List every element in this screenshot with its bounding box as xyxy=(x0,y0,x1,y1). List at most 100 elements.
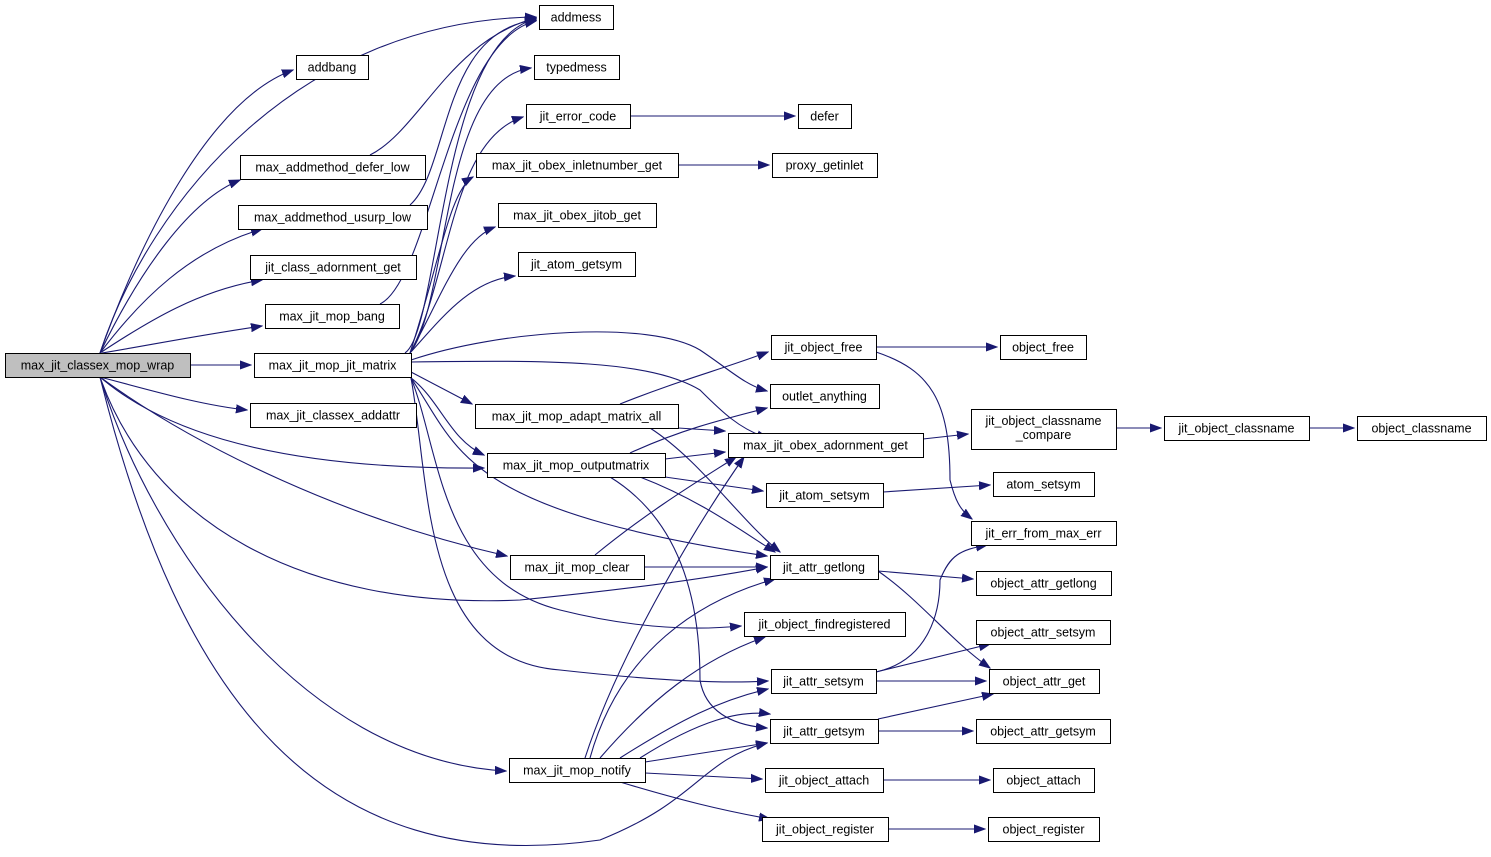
node-object-register[interactable]: object_register xyxy=(988,817,1100,842)
node-label: jit_attr_getsym xyxy=(782,725,864,739)
node-box xyxy=(498,203,657,228)
node-label: max_jit_mop_jit_matrix xyxy=(269,359,398,373)
node-typedmess[interactable]: typedmess xyxy=(534,55,620,80)
call-edge xyxy=(99,180,240,354)
call-edge xyxy=(664,476,763,491)
node-object-attr-getsym[interactable]: object_attr_getsym xyxy=(976,719,1111,744)
node-jit-err-from-max-err[interactable]: jit_err_from_max_err xyxy=(971,521,1117,546)
node-box xyxy=(771,335,877,360)
node-jit-object-free[interactable]: jit_object_free xyxy=(771,335,877,360)
node-box xyxy=(1357,416,1487,441)
node-box xyxy=(250,255,417,280)
node-label: max_jit_obex_jitob_get xyxy=(513,209,641,223)
node-label: object_attr_getlong xyxy=(990,577,1096,591)
node-max-addmethod-usurp-low[interactable]: max_addmethod_usurp_low xyxy=(238,205,428,230)
node-label: object_attach xyxy=(1006,774,1080,788)
node-label: max_jit_obex_inletnumber_get xyxy=(492,159,663,173)
node-box xyxy=(509,758,646,783)
node-label: jit_object_findregistered xyxy=(757,618,890,632)
node-jit-object-attach[interactable]: jit_object_attach xyxy=(765,768,884,793)
node-label: jit_object_attach xyxy=(778,774,869,788)
node-box xyxy=(5,353,191,378)
node-outlet-anything[interactable]: outlet_anything xyxy=(770,384,880,409)
node-jit-atom-setsym[interactable]: jit_atom_setsym xyxy=(766,483,884,508)
node-label: outlet_anything xyxy=(782,390,867,404)
node-max-jit-classex-addattr[interactable]: max_jit_classex_addattr xyxy=(250,403,417,428)
node-max-jit-mop-outputmatrix[interactable]: max_jit_mop_outputmatrix xyxy=(487,453,666,478)
node-label: addmess xyxy=(551,11,602,25)
call-edge xyxy=(644,743,767,763)
call-edge xyxy=(410,377,741,628)
node-label: max_jit_classex_mop_wrap xyxy=(21,359,175,373)
call-edge xyxy=(599,637,765,759)
node-label: max_addmethod_defer_low xyxy=(255,161,410,175)
node-proxy-getinlet[interactable]: proxy_getinlet xyxy=(772,153,878,178)
node-jit-atom-getsym[interactable]: jit_atom_getsym xyxy=(518,252,636,277)
node-atom-setsym[interactable]: atom_setsym xyxy=(993,472,1095,497)
node-label-line: _compare xyxy=(1015,428,1072,442)
call-edge xyxy=(99,376,247,410)
node-defer[interactable]: defer xyxy=(798,104,852,129)
node-label: jit_object_free xyxy=(784,341,863,355)
node-label: object_attr_getsym xyxy=(990,725,1096,739)
node-object-attr-getlong[interactable]: object_attr_getlong xyxy=(976,571,1112,596)
call-edge xyxy=(369,18,536,156)
call-edge xyxy=(922,434,968,439)
node-max-jit-mop-jit-matrix[interactable]: max_jit_mop_jit_matrix xyxy=(254,353,412,378)
node-label: jit_attr_setsym xyxy=(782,675,864,689)
node-jit-object-register[interactable]: jit_object_register xyxy=(762,817,889,842)
node-label: typedmess xyxy=(546,61,606,75)
node-box xyxy=(728,433,924,458)
node-object-attach[interactable]: object_attach xyxy=(993,768,1095,793)
call-edge xyxy=(589,579,775,759)
call-edge xyxy=(594,457,736,556)
node-jit-object-findregistered[interactable]: jit_object_findregistered xyxy=(744,612,906,637)
node-jit-attr-getlong[interactable]: jit_attr_getlong xyxy=(770,555,879,580)
node-box xyxy=(744,612,906,637)
call-edge xyxy=(619,689,768,759)
node-jit-error-code[interactable]: jit_error_code xyxy=(526,104,631,129)
node-label: atom_setsym xyxy=(1006,478,1080,492)
call-edge xyxy=(99,17,536,354)
node-max-jit-mop-bang[interactable]: max_jit_mop_bang xyxy=(265,304,400,329)
call-edge xyxy=(877,570,973,579)
call-edge xyxy=(379,21,536,305)
node-box xyxy=(518,252,636,277)
call-edge xyxy=(629,408,767,454)
call-edge xyxy=(99,376,506,771)
node-object-attr-setsym[interactable]: object_attr_setsym xyxy=(976,620,1111,645)
node-object-attr-get[interactable]: object_attr_get xyxy=(989,669,1100,694)
node-jit-object-classname[interactable]: jit_object_classname xyxy=(1164,416,1310,441)
node-max-addmethod-defer-low[interactable]: max_addmethod_defer_low xyxy=(240,155,426,180)
node-box xyxy=(526,104,631,129)
node-jit-class-adornment-get[interactable]: jit_class_adornment_get xyxy=(250,255,417,280)
call-edge xyxy=(877,570,990,668)
node-box xyxy=(476,153,679,178)
node-box xyxy=(296,55,369,80)
node-label: proxy_getinlet xyxy=(786,159,864,173)
function-nodes: max_jit_classex_mop_wrap addmess addbang ty… xyxy=(5,5,1487,842)
node-max-jit-obex-jitob-get[interactable]: max_jit_obex_jitob_get xyxy=(498,203,657,228)
node-jit-object-classname-compare[interactable]: jit_object_classname_compare xyxy=(971,409,1117,450)
node-addbang[interactable]: addbang xyxy=(296,55,369,80)
node-max-jit-mop-notify[interactable]: max_jit_mop_notify xyxy=(509,758,646,783)
node-addmess[interactable]: addmess xyxy=(539,5,614,30)
node-max-jit-mop-adapt-matrix-all[interactable]: max_jit_mop_adapt_matrix_all xyxy=(475,404,679,429)
node-max-jit-classex-mop-wrap[interactable]: max_jit_classex_mop_wrap xyxy=(5,353,191,378)
node-label: jit_object_classname xyxy=(1177,422,1294,436)
node-box xyxy=(771,669,877,694)
node-max-jit-obex-inletnumber-get[interactable]: max_jit_obex_inletnumber_get xyxy=(476,153,679,178)
call-edge xyxy=(409,20,536,206)
call-edge xyxy=(584,457,744,759)
node-object-free[interactable]: object_free xyxy=(1000,335,1087,360)
node-jit-attr-setsym[interactable]: jit_attr_setsym xyxy=(771,669,877,694)
node-label: object_register xyxy=(1003,823,1085,837)
node-max-jit-obex-adornment-get[interactable]: max_jit_obex_adornment_get xyxy=(728,433,924,458)
call-edge xyxy=(99,280,262,354)
node-label: jit_error_code xyxy=(539,110,616,124)
node-object-classname[interactable]: object_classname xyxy=(1357,416,1487,441)
node-max-jit-mop-clear[interactable]: max_jit_mop_clear xyxy=(510,555,645,580)
node-jit-attr-getsym[interactable]: jit_attr_getsym xyxy=(770,719,879,744)
node-box xyxy=(993,472,1095,497)
